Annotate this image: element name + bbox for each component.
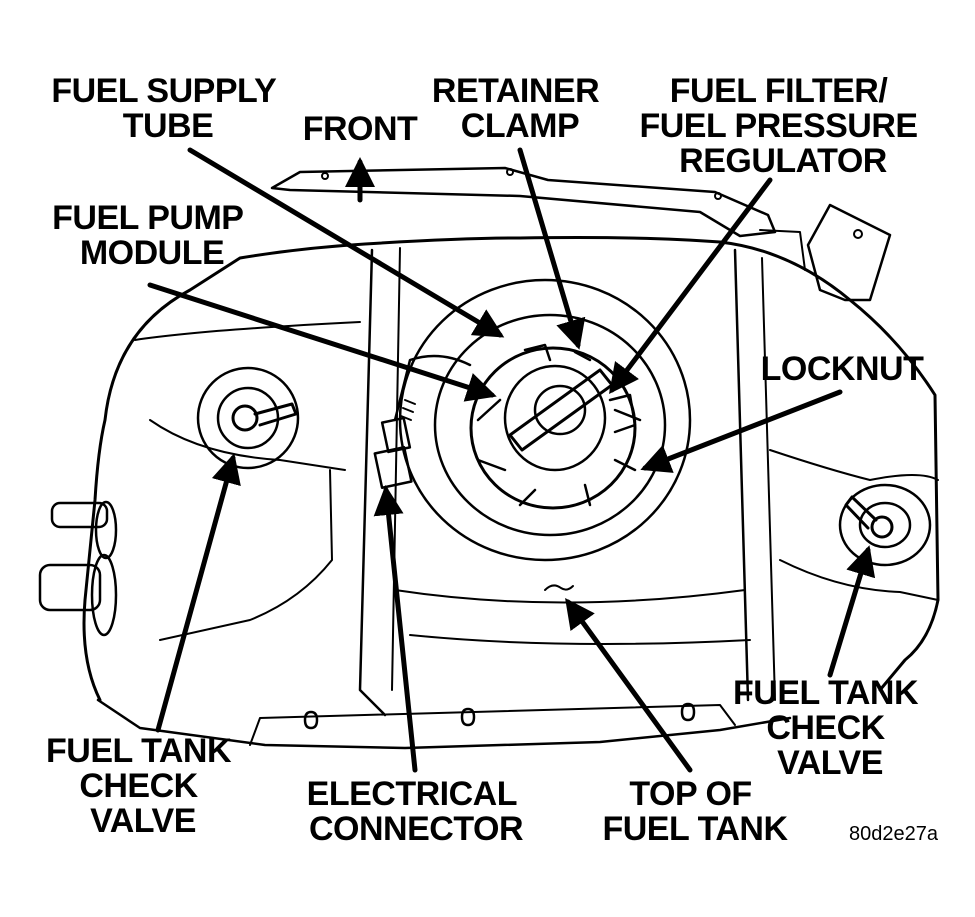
tank-contour xyxy=(769,449,939,481)
flange-slot xyxy=(680,702,696,722)
retainer-clamp-leader xyxy=(517,147,586,350)
tank-contour xyxy=(394,589,746,604)
flange-slot xyxy=(303,710,319,730)
tank-strap-right-inner xyxy=(761,257,776,701)
tank-strap-left xyxy=(358,248,387,717)
label-locknut: LOCKNUT xyxy=(761,350,924,388)
bracket-bolt-hole xyxy=(714,192,722,200)
label-right-check-valve: FUEL TANK CHECK VALVE xyxy=(733,674,927,782)
label-front: FRONT xyxy=(303,110,418,148)
tank-illustration xyxy=(38,166,940,750)
tank-flange-edge xyxy=(249,704,736,746)
label-fuel-filter-regulator: FUEL FILTER/ FUEL PRESSURE REGULATOR xyxy=(639,72,926,180)
label-top-of-fuel-tank: TOP OF FUEL TANK xyxy=(602,775,788,848)
fuel-pump-module-leader xyxy=(147,282,497,402)
flange-slot xyxy=(460,707,476,727)
tank-strap-left-inner xyxy=(391,247,401,691)
leader-lines xyxy=(147,147,876,773)
fuel-pump-module-body xyxy=(398,278,692,562)
fuel-supply-tube-leader xyxy=(187,147,505,338)
tank-contour xyxy=(544,584,574,591)
label-fuel-supply-tube: FUEL SUPPLY TUBE xyxy=(51,72,284,145)
fuel-filter-regulator-leader xyxy=(608,177,773,394)
label-electrical-connector: ELECTRICAL CONNECTOR xyxy=(307,775,526,848)
label-left-check-valve: FUEL TANK CHECK VALVE xyxy=(46,732,240,840)
electrical-connector-body xyxy=(373,354,472,489)
tank-contour xyxy=(159,469,333,641)
label-fuel-pump-module: FUEL PUMP MODULE xyxy=(52,199,252,272)
label-retainer-clamp: RETAINER CLAMP xyxy=(432,72,608,145)
figure-code: 80d2e27a xyxy=(849,823,939,845)
tank-bottom-flange xyxy=(96,698,792,750)
tab-bolt-hole xyxy=(853,229,863,239)
locknut-leader xyxy=(640,389,843,473)
bracket-bolt-hole xyxy=(506,168,514,176)
bracket-bolt-hole xyxy=(321,172,329,180)
left-check-valve-leader xyxy=(155,453,241,733)
callout-labels: FUEL SUPPLY TUBE FRONT RETAINER CLAMP FU… xyxy=(46,72,939,848)
right-check-valve-leader xyxy=(827,545,876,678)
tank-contour xyxy=(134,321,361,341)
tank-contour xyxy=(779,559,939,601)
left-check-valve-body xyxy=(196,366,300,470)
tank-contour xyxy=(409,634,751,645)
tab-bracket xyxy=(759,229,806,271)
front-bracket xyxy=(270,166,777,238)
left-hose-nipples xyxy=(38,500,118,637)
tank-contour xyxy=(149,419,346,471)
electrical-connector-leader xyxy=(373,485,418,773)
tank-strap-right xyxy=(733,248,750,702)
right-mounting-tab xyxy=(806,203,892,302)
right-check-valve-body xyxy=(838,483,932,567)
top-of-fuel-tank-leader xyxy=(565,597,693,773)
tank-outline xyxy=(82,236,940,702)
